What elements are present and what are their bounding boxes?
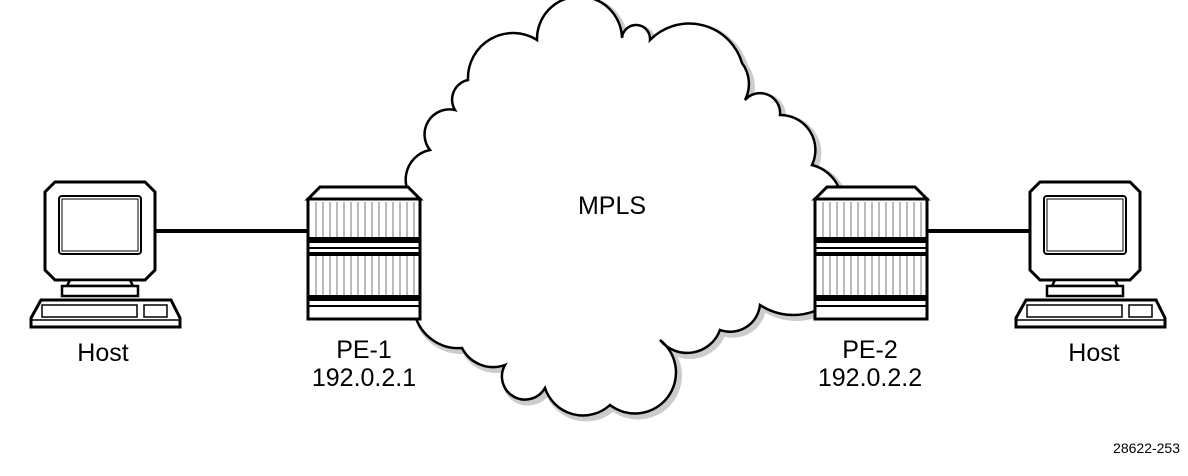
host-left-label: Host — [77, 339, 129, 367]
host-left-computer-icon — [29, 180, 182, 329]
pe-2-name: PE-2 — [842, 336, 898, 364]
mpls-label: MPLS — [577, 192, 647, 220]
host-right-computer-icon — [1014, 180, 1167, 329]
pe-2-address: 192.0.2.2 — [817, 364, 923, 392]
pe-1-address: 192.0.2.1 — [311, 364, 417, 392]
router-pe-1-icon — [306, 185, 422, 321]
pe-1-name: PE-1 — [336, 336, 392, 364]
router-pe-2-icon — [813, 185, 929, 321]
figure-id: 28622-253 — [1113, 440, 1180, 456]
mpls-cloud — [404, 0, 848, 422]
host-right-label: Host — [1068, 339, 1120, 367]
